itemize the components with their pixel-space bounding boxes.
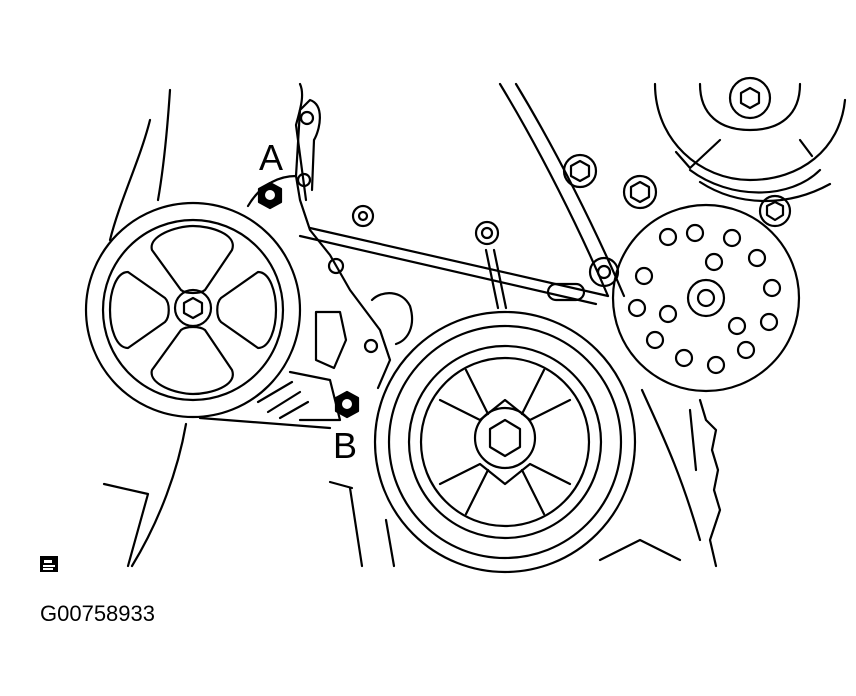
left-pulley bbox=[84, 201, 302, 419]
bolt-a bbox=[257, 181, 283, 210]
engine-block-edge bbox=[384, 398, 722, 568]
document-reference-icon bbox=[40, 556, 58, 572]
mounting-bracket bbox=[198, 98, 414, 568]
small-bolts bbox=[351, 153, 792, 302]
crankshaft-pulley bbox=[373, 248, 637, 574]
callout-a: A bbox=[259, 137, 284, 178]
drilled-pulley bbox=[611, 203, 801, 393]
callout-b: B bbox=[333, 425, 358, 466]
background-contours bbox=[102, 82, 308, 568]
upper-pulley bbox=[653, 76, 847, 203]
bolt-b bbox=[334, 390, 360, 419]
figure-id: G00758933 bbox=[40, 601, 155, 626]
